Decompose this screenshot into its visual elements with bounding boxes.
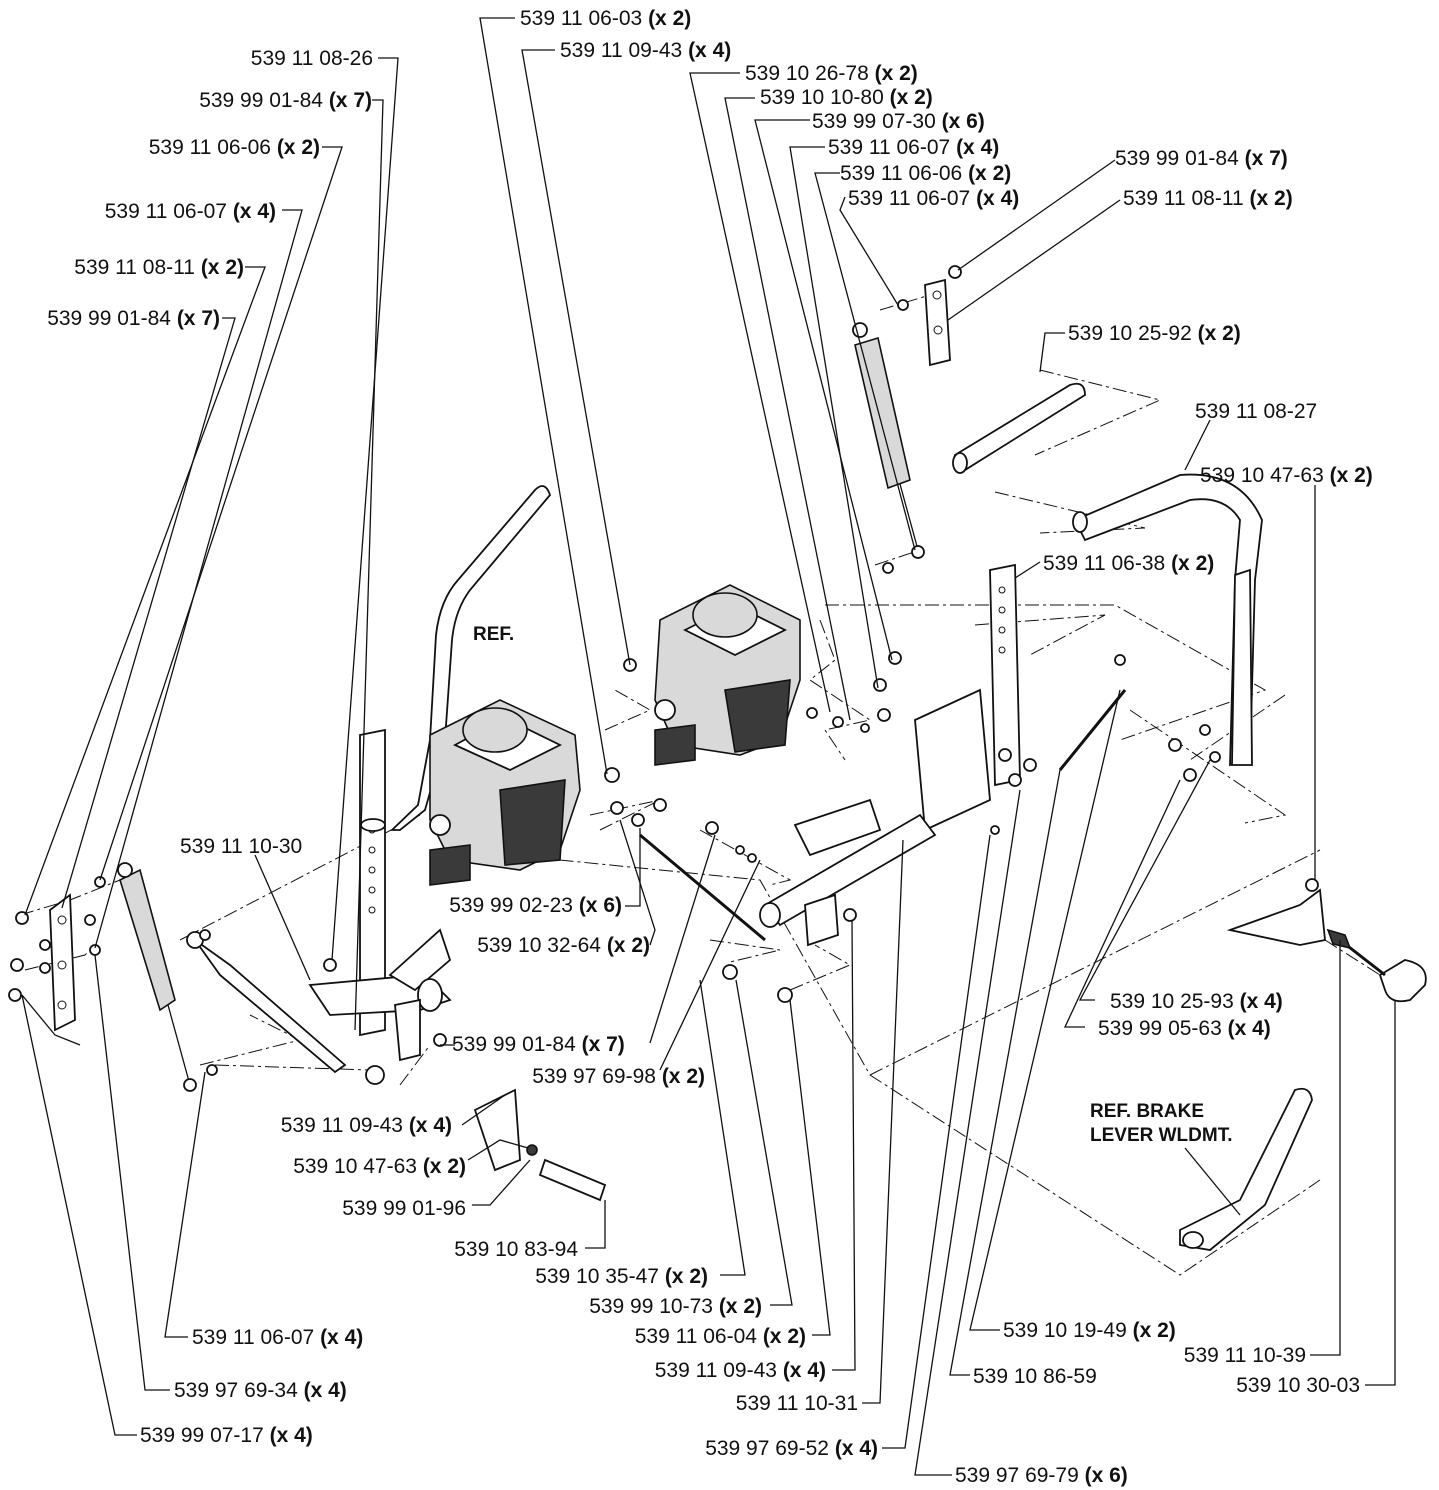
label-539-99-01-96: 539 99 01-96: [342, 1197, 466, 1220]
label-539-10-47-63-right: 539 10 47-63 (x 2): [1200, 464, 1373, 487]
lower-small-bracket: [473, 1088, 607, 1202]
label-539-11-08-11-right: 539 11 08-11 (x 2): [1123, 187, 1293, 210]
center-shaft-tube: [759, 798, 937, 947]
left-hydro-pump: [429, 699, 581, 886]
label-539-11-09-43-top: 539 11 09-43 (x 4): [560, 39, 731, 62]
brake-lever-weldment: [1179, 1087, 1313, 1251]
slotted-lever-arm: [989, 563, 1021, 787]
label-539-97-69-52: 539 97 69-52 (x 4): [705, 1437, 878, 1460]
label-539-10-10-80: 539 10 10-80 (x 2): [760, 86, 933, 109]
label-539-11-06-38: 539 11 06-38 (x 2): [1043, 552, 1214, 575]
label-539-10-83-94: 539 10 83-94: [454, 1238, 578, 1261]
label-539-11-06-07-top: 539 11 06-07 (x 4): [828, 136, 999, 159]
label-539-10-19-49: 539 10 19-49 (x 2): [1003, 1319, 1176, 1342]
hardware-fasteners: [8, 265, 1319, 1076]
ref-label-pump: REF.: [473, 624, 514, 645]
label-539-11-06-04: 539 11 06-04 (x 2): [635, 1325, 806, 1348]
right-hydro-pump: [654, 584, 801, 766]
label-539-11-10-39: 539 11 10-39: [1184, 1344, 1306, 1367]
label-539-11-06-03: 539 11 06-03 (x 2): [520, 7, 691, 30]
label-539-97-69-34: 539 97 69-34 (x 4): [174, 1379, 347, 1402]
label-539-10-30-03: 539 10 30-03: [1236, 1374, 1360, 1397]
label-539-11-10-31: 539 11 10-31: [736, 1392, 858, 1415]
label-539-97-69-79: 539 97 69-79 (x 6): [955, 1464, 1128, 1487]
label-539-99-01-84-topleft: 539 99 01-84 (x 7): [199, 89, 372, 112]
label-539-99-07-30: 539 99 07-30 (x 6): [812, 110, 985, 133]
label-539-10-25-93: 539 10 25-93 (x 4): [1110, 990, 1283, 1013]
label-539-99-01-84-left: 539 99 01-84 (x 7): [47, 307, 220, 330]
label-539-11-09-43-bottom: 539 11 09-43 (x 4): [655, 1359, 826, 1382]
left-bracket: [49, 893, 76, 1032]
label-539-11-06-07-center: 539 11 06-07 (x 4): [848, 187, 1019, 210]
label-539-10-26-78: 539 10 26-78 (x 2): [745, 62, 918, 85]
label-539-10-32-64: 539 10 32-64 (x 2): [477, 934, 650, 957]
label-539-11-08-11-left: 539 11 08-11 (x 2): [74, 256, 244, 279]
label-539-11-10-30: 539 11 10-30: [180, 835, 302, 858]
label-539-10-86-59: 539 10 86-59: [973, 1365, 1097, 1388]
parts: [8, 265, 1427, 1251]
handle-grip-upper: [952, 382, 1086, 474]
part-labels: 539 11 06-03 (x 2) 539 11 09-43 (x 4) 53…: [47, 7, 1373, 1487]
left-gas-spring: [117, 862, 197, 1092]
label-539-11-06-07-bottom: 539 11 06-07 (x 4): [192, 1326, 363, 1349]
label-539-11-06-06-left: 539 11 06-06 (x 2): [149, 136, 320, 159]
label-539-99-05-63: 539 99 05-63 (x 4): [1098, 1017, 1271, 1040]
leader-lines: [21, 17, 1396, 1476]
ref-brake-label-line2: LEVER WLDMT.: [1090, 1125, 1233, 1146]
label-539-99-02-23: 539 99 02-23 (x 6): [449, 894, 622, 917]
label-539-10-47-63-left: 539 10 47-63 (x 2): [293, 1155, 466, 1178]
label-539-11-09-43-mid: 539 11 09-43 (x 4): [281, 1114, 452, 1137]
label-539-99-01-84-mid: 539 99 01-84 (x 7): [452, 1033, 625, 1056]
label-539-97-69-98: 539 97 69-98 (x 2): [532, 1065, 705, 1088]
label-539-11-08-26: 539 11 08-26: [251, 47, 373, 70]
label-539-11-06-07-left: 539 11 06-07 (x 4): [105, 200, 276, 223]
label-539-11-06-06-center: 539 11 06-06 (x 2): [840, 162, 1011, 185]
top-right-bracket: [924, 278, 951, 367]
label-539-10-35-47: 539 10 35-47 (x 2): [535, 1265, 708, 1288]
label-539-99-01-84-topright: 539 99 01-84 (x 7): [1115, 147, 1288, 170]
label-539-99-10-73: 539 99 10-73 (x 2): [589, 1295, 762, 1318]
left-motion-arm: [308, 928, 452, 1062]
label-539-99-07-17: 539 99 07-17 (x 4): [140, 1424, 313, 1447]
mounting-plate: [914, 688, 991, 832]
label-539-11-08-27: 539 11 08-27: [1195, 400, 1317, 423]
right-control-lever: [1072, 473, 1263, 767]
ref-brake-label-line1: REF. BRAKE: [1090, 1101, 1204, 1122]
label-539-10-25-92: 539 10 25-92 (x 2): [1068, 322, 1241, 345]
seat-adjust-knob-assembly: [1226, 888, 1427, 1003]
